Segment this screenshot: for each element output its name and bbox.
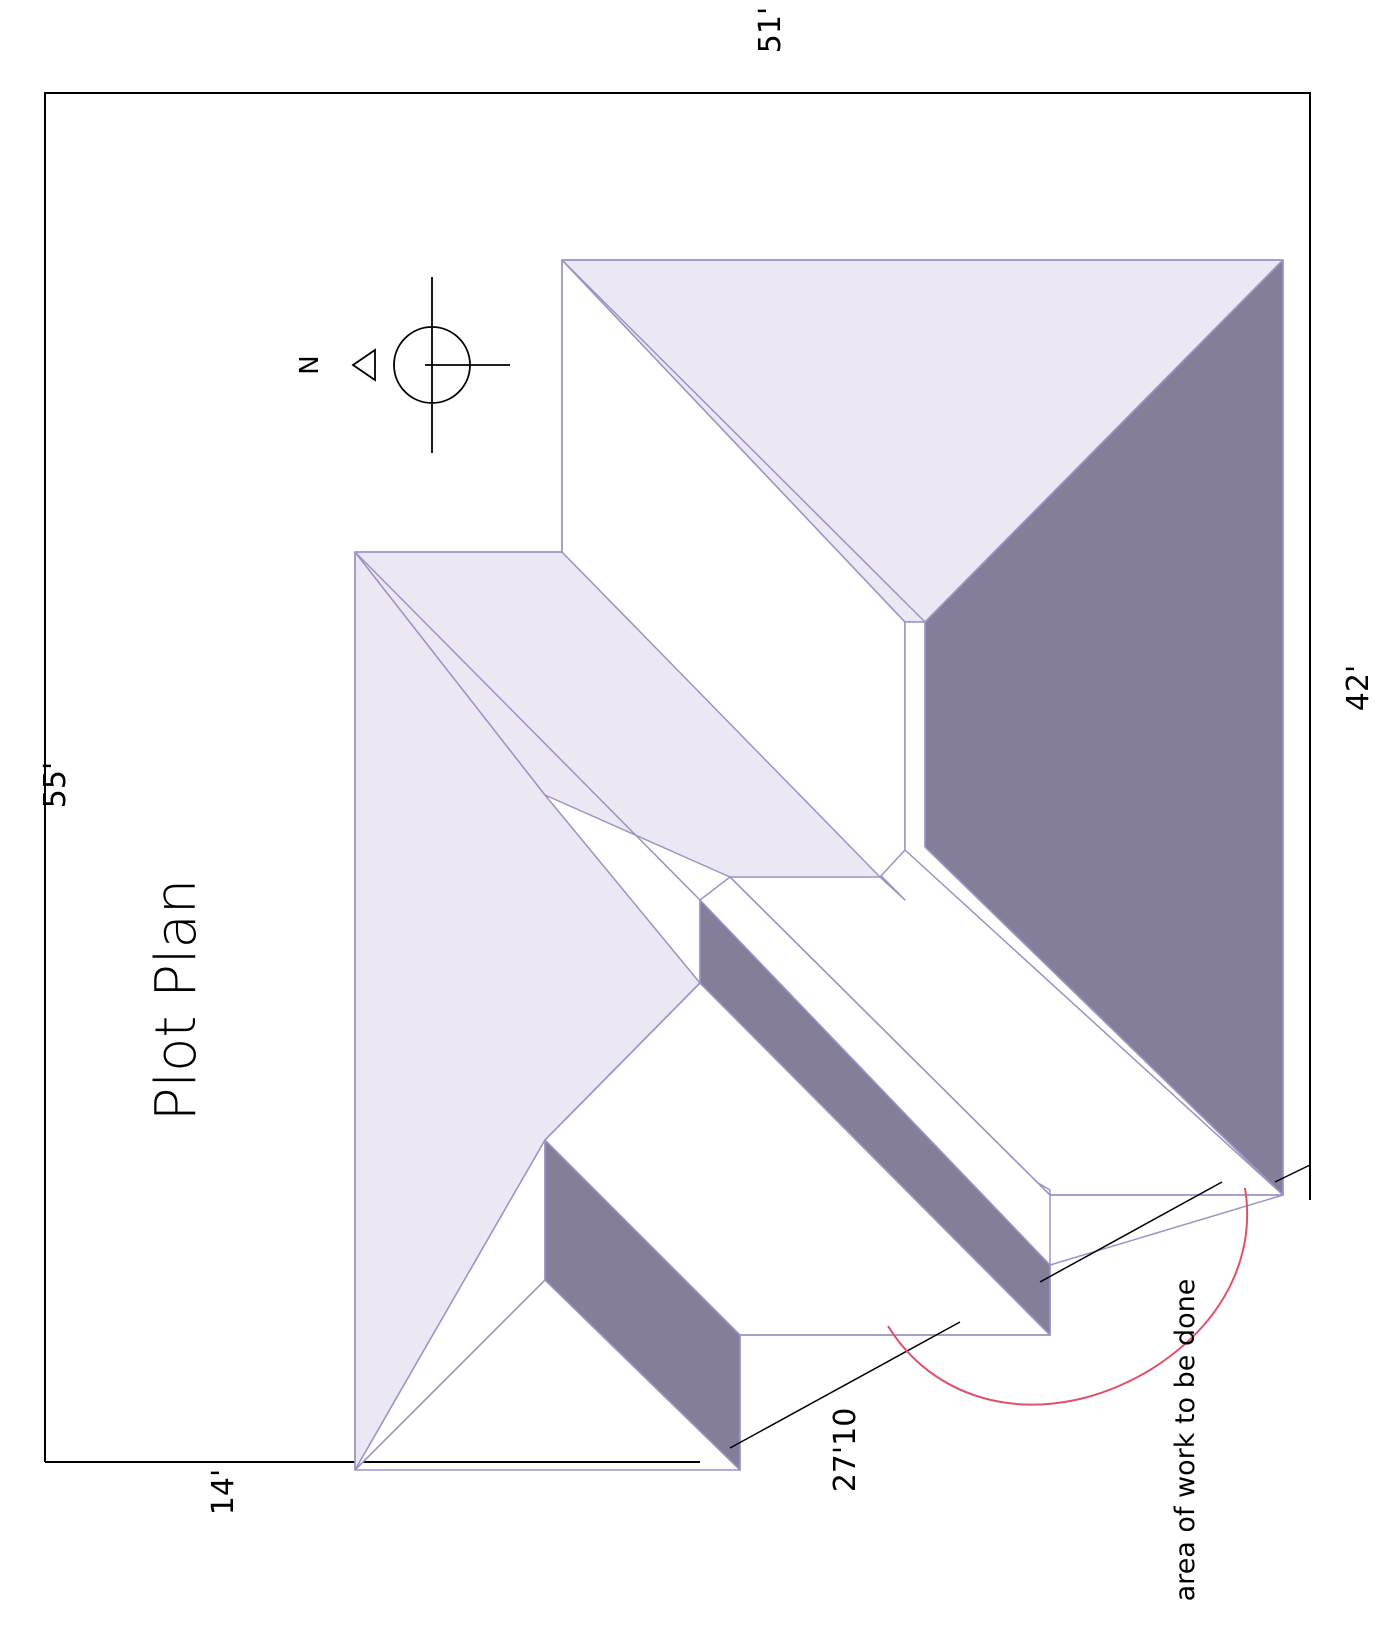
roof-ridge-1 xyxy=(561,259,926,623)
dimension-bottom: 14' xyxy=(206,1469,241,1515)
dimension-right: 42' xyxy=(1341,665,1376,711)
roof-ridge-5 xyxy=(354,551,701,901)
dimension-left: 55' xyxy=(38,762,73,808)
roof-ridge-9 xyxy=(354,1279,546,1471)
dimension-top: 51' xyxy=(753,7,788,53)
work-area-note: area of work to be done xyxy=(1170,1279,1201,1602)
roof-ridge-2 xyxy=(924,259,1284,623)
roof-ridge-10 xyxy=(544,1279,741,1471)
roof-plan xyxy=(354,259,1284,1471)
plot-plan-title: Plot Plan xyxy=(144,879,209,1121)
dimension-line-27-10 xyxy=(729,1321,961,1449)
work-area-arc xyxy=(887,1187,1249,1406)
roof-ridge-12 xyxy=(729,876,1051,1196)
north-arrow xyxy=(351,277,510,453)
dimension-line-work-1 xyxy=(1039,1181,1223,1283)
dimension-line-42 xyxy=(1274,1164,1311,1183)
roof-ridge-7 xyxy=(544,982,701,1141)
lot-boundary xyxy=(44,92,1311,1462)
north-label: N xyxy=(295,355,325,374)
roof-ridge-11 xyxy=(699,982,1051,1336)
roof-ridge-4 xyxy=(924,846,1284,1196)
dimension-width: 27'10 xyxy=(828,1408,863,1493)
